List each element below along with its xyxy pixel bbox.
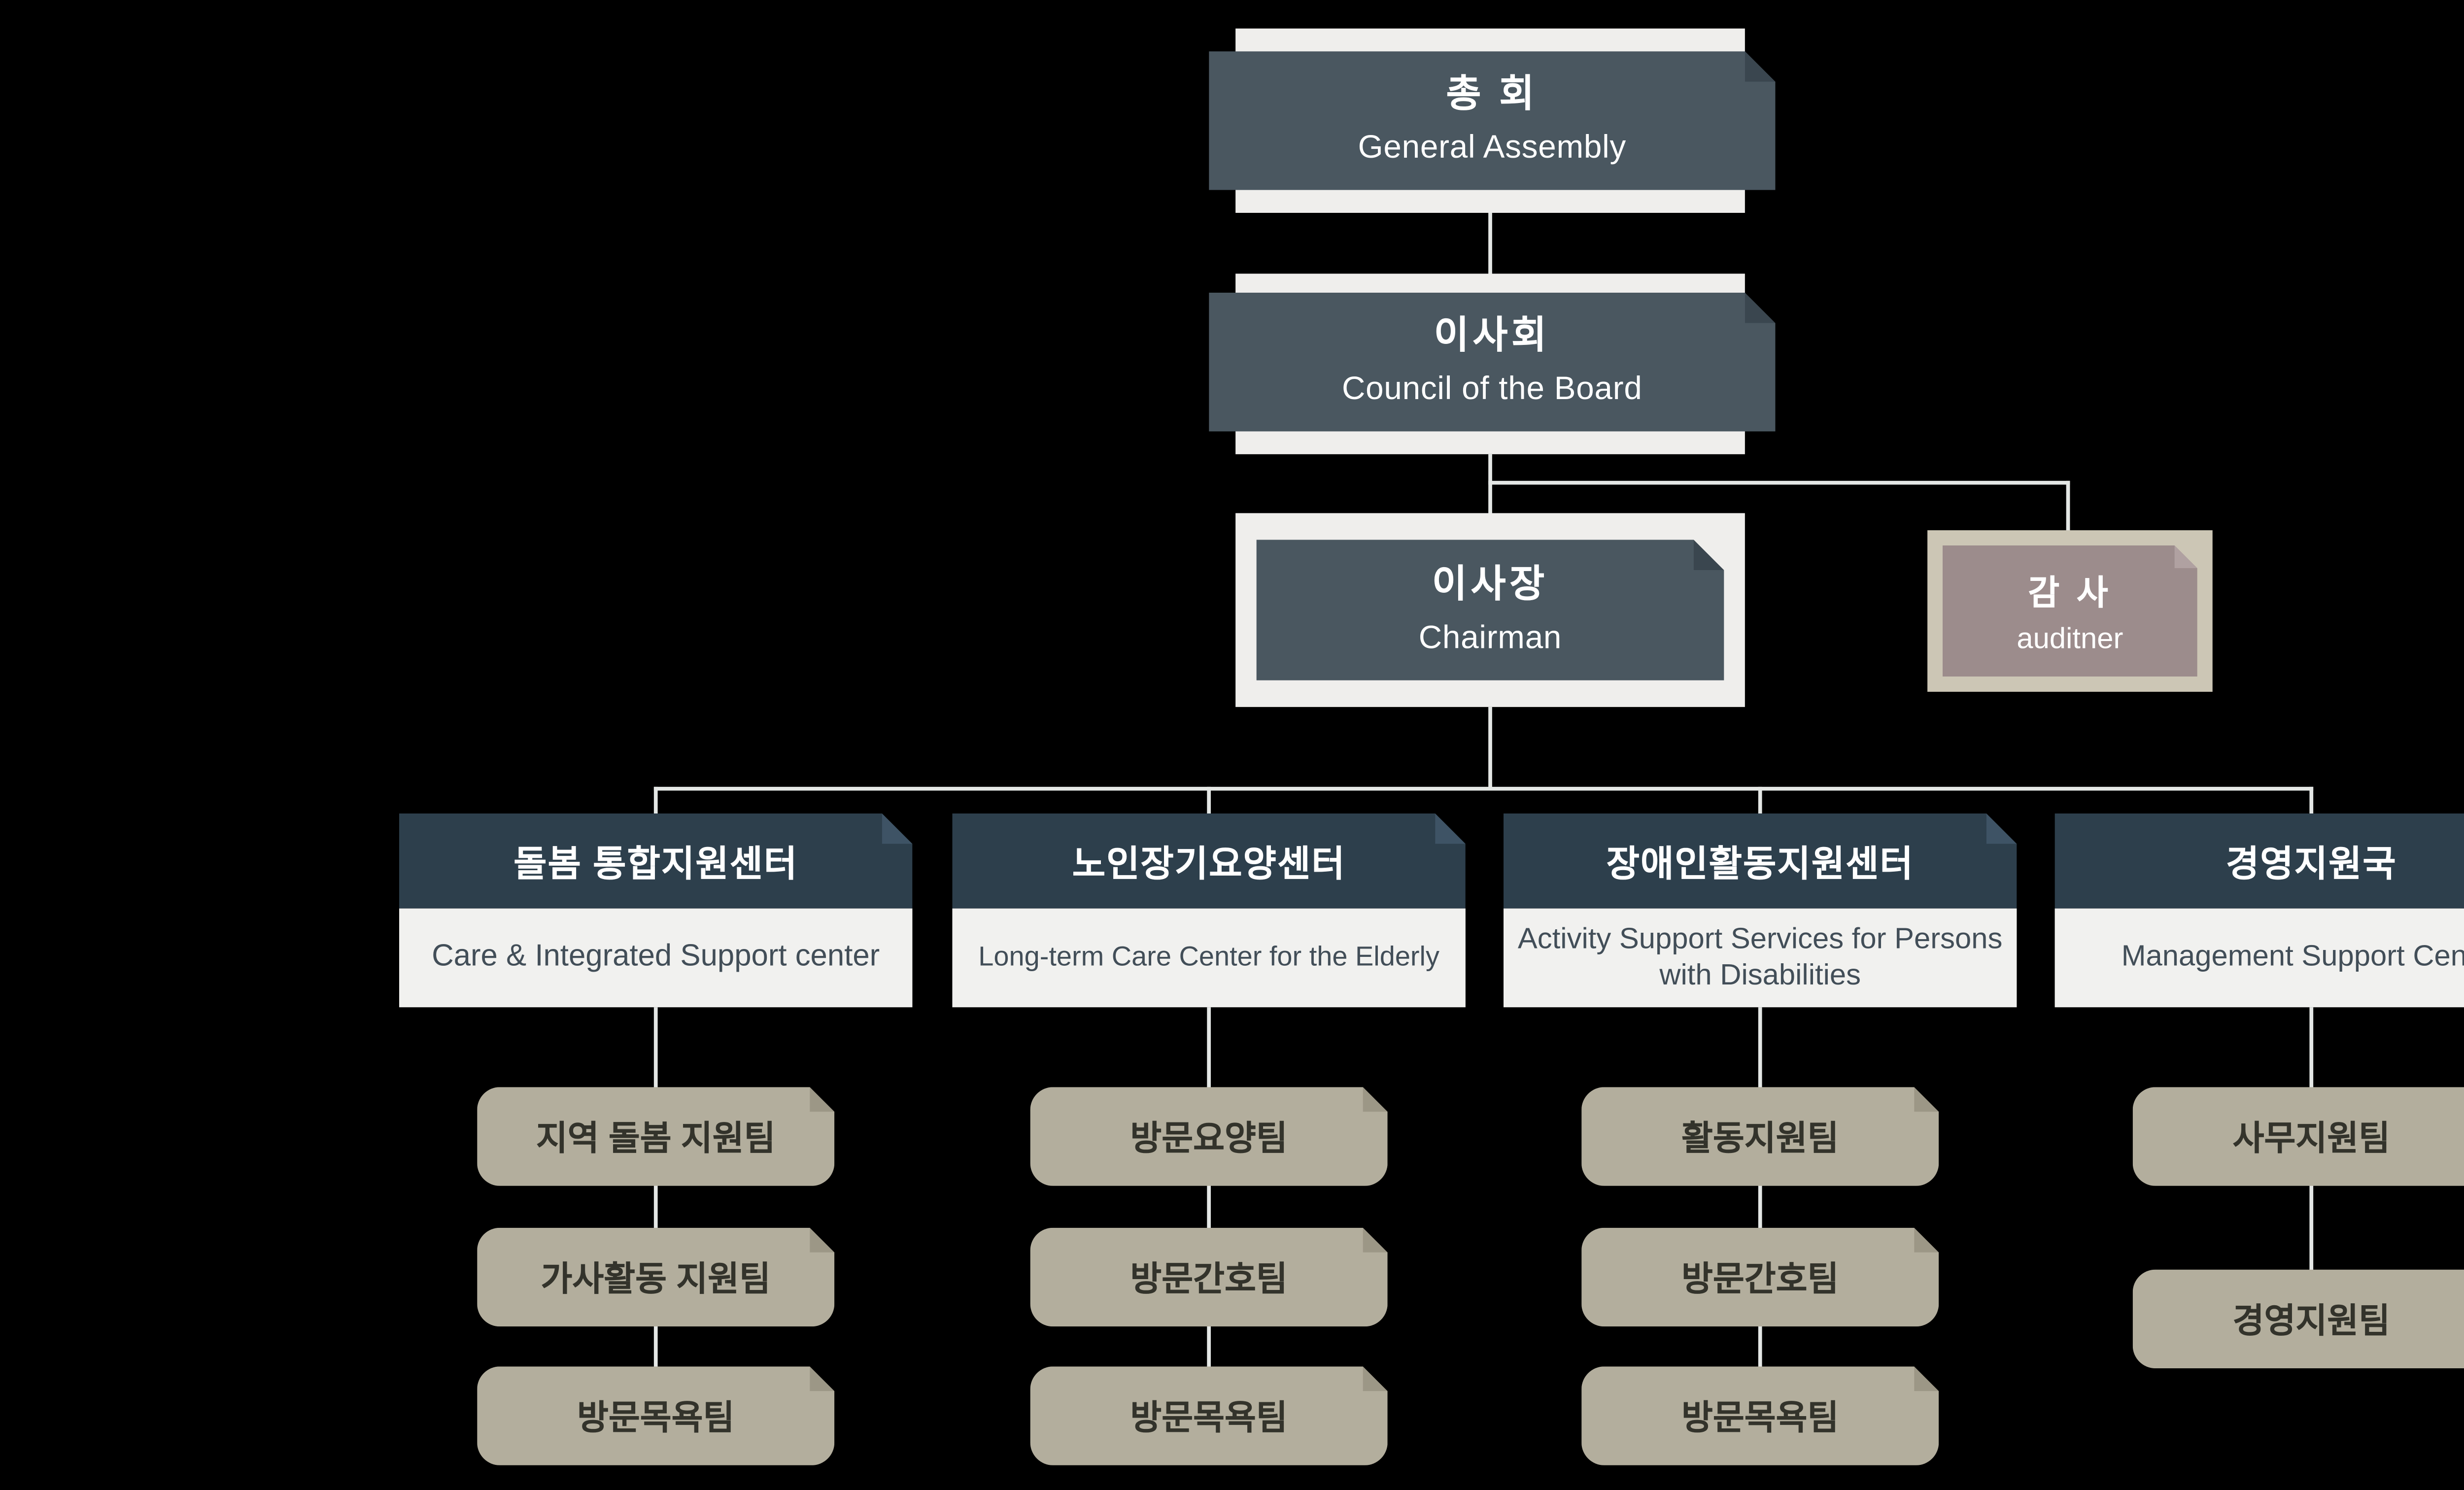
corner-fold-decoration	[1914, 1228, 1939, 1253]
corner-fold-decoration	[1694, 540, 1724, 570]
team-box: 방문목욕팀	[1030, 1366, 1388, 1465]
department-subtitle: Management Support Center	[2054, 908, 2464, 1008]
team-label: 방문요양팀	[1130, 1119, 1288, 1157]
department-title-ko: 장애인활동지원센터	[1606, 845, 1914, 885]
department-subtitle: Long-term Care Center for the Elderly	[952, 908, 1466, 1008]
corner-fold-decoration	[2175, 545, 2197, 568]
team-box: 사무지원팀	[2133, 1087, 2464, 1186]
department-activity-support: 장애인활동지원센터 Activity Support Services for …	[1503, 813, 2017, 1008]
team-box: 방문간호팀	[1581, 1228, 1939, 1327]
auditor-title-en: auditner	[2017, 622, 2123, 655]
team-label: 지역 돌봄 지원팀	[536, 1119, 776, 1157]
team-label: 방문목욕팀	[1681, 1398, 1839, 1437]
corner-fold-decoration	[882, 813, 913, 844]
corner-fold-decoration	[1435, 813, 1466, 844]
board-council-title-ko: 이사회	[1434, 315, 1550, 358]
corner-fold-decoration	[1745, 51, 1776, 82]
connector-line	[1488, 707, 1492, 789]
corner-fold-decoration	[1745, 293, 1776, 323]
department-title-en: Long-term Care Center for the Elderly	[978, 942, 1439, 973]
team-label: 방문목욕팀	[1130, 1398, 1288, 1437]
team-label: 방문간호팀	[1130, 1260, 1288, 1298]
team-label: 활동지원팀	[1681, 1119, 1839, 1157]
department-care-integrated-support: 돌봄 통합지원센터 Care & Integrated Support cent…	[399, 813, 913, 1008]
chairman-title-ko: 이사장	[1432, 563, 1549, 606]
department-title-en: Care & Integrated Support center	[432, 941, 880, 973]
corner-fold-decoration	[810, 1087, 834, 1112]
department-header: 노인장기요양센터	[952, 813, 1465, 909]
corner-fold-decoration	[1914, 1087, 1939, 1112]
chairman-frame: 이사장 Chairman	[1235, 513, 1745, 707]
team-label: 방문간호팀	[1681, 1260, 1839, 1298]
general-assembly-title-ko: 총 회	[1446, 74, 1539, 116]
board-council-node: 이사회 Council of the Board	[1209, 293, 1775, 432]
connector-line	[1207, 1007, 1211, 1418]
team-label: 경영지원팀	[2232, 1302, 2390, 1340]
team-box: 지역 돌봄 지원팀	[477, 1087, 834, 1186]
corner-fold-decoration	[1986, 813, 2017, 844]
connector-line	[653, 1007, 658, 1418]
corner-fold-decoration	[1914, 1366, 1939, 1391]
corner-fold-decoration	[1363, 1366, 1388, 1391]
connector-line	[1758, 786, 1762, 815]
department-longterm-care: 노인장기요양센터 Long-term Care Center for the E…	[952, 813, 1466, 1008]
chairman-node: 이사장 Chairman	[1257, 540, 1724, 680]
team-box: 가사활동 지원팀	[477, 1228, 834, 1327]
connector-line	[2309, 786, 2314, 815]
corner-fold-decoration	[1363, 1228, 1388, 1253]
team-box: 활동지원팀	[1581, 1087, 1939, 1186]
department-subtitle: Activity Support Services for Persons wi…	[1503, 908, 2017, 1008]
team-label: 사무지원팀	[2232, 1119, 2390, 1157]
general-assembly-title-en: General Assembly	[1358, 129, 1627, 166]
connector-line	[1488, 480, 2070, 485]
chairman-title-en: Chairman	[1418, 618, 1562, 655]
department-management-support: 경영지원국 Management Support Center	[2054, 813, 2464, 1008]
auditor-node: 감 사 auditner	[1943, 545, 2197, 677]
corner-fold-decoration	[810, 1228, 834, 1253]
board-council-title-en: Council of the Board	[1342, 371, 1643, 407]
team-box: 방문목욕팀	[477, 1366, 834, 1465]
auditor-frame: 감 사 auditner	[1927, 530, 2213, 692]
team-box: 경영지원팀	[2133, 1270, 2464, 1369]
corner-fold-decoration	[810, 1366, 834, 1391]
department-title-ko: 돌봄 통합지원센터	[513, 845, 798, 885]
connector-line	[1207, 786, 1211, 815]
department-title-en: Management Support Center	[2121, 941, 2464, 974]
department-title-ko: 경영지원국	[2225, 845, 2397, 885]
department-title-en: Activity Support Services for Persons wi…	[1517, 923, 2003, 992]
general-assembly-node: 총 회 General Assembly	[1209, 51, 1775, 190]
department-header: 돌봄 통합지원센터	[399, 813, 912, 909]
team-box: 방문요양팀	[1030, 1087, 1388, 1186]
department-header: 경영지원국	[2055, 813, 2464, 909]
auditor-title-ko: 감 사	[2028, 573, 2112, 611]
connector-line	[2066, 480, 2070, 532]
team-label: 가사활동 지원팀	[541, 1260, 771, 1298]
department-subtitle: Care & Integrated Support center	[399, 908, 913, 1008]
connector-line	[1758, 1007, 1762, 1418]
connector-line	[1488, 212, 1492, 276]
department-title-ko: 노인장기요양센터	[1072, 845, 1346, 885]
team-box: 방문목욕팀	[1581, 1366, 1939, 1465]
corner-fold-decoration	[1363, 1087, 1388, 1112]
connector-line	[653, 786, 658, 815]
team-label: 방문목욕팀	[577, 1398, 735, 1437]
team-box: 방문간호팀	[1030, 1228, 1388, 1327]
connector-line	[653, 786, 2314, 791]
department-header: 장애인활동지원센터	[1504, 813, 2017, 909]
